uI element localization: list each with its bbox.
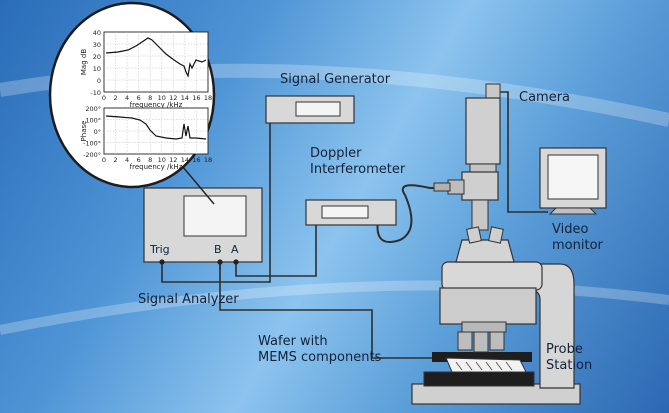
camera-label: Camera (519, 90, 571, 105)
signal-generator (265, 95, 355, 124)
mag-ytick-40: 40 (93, 29, 101, 37)
signal-analyzer: Trig B A (143, 187, 263, 265)
mag-ytick-0: 0 (97, 77, 101, 85)
mag-ytick-30: 30 (93, 41, 101, 49)
mag-ylabel: Mag dB (80, 49, 88, 75)
doppler-label-line1: Doppler (310, 146, 362, 161)
mag-xtick: 4 (125, 94, 129, 102)
fiber-cable (376, 184, 448, 243)
mag-ytick-20: 20 (93, 53, 101, 61)
wafer-label-line2: MEMS components (258, 350, 382, 365)
video-monitor (539, 147, 607, 215)
inset-circle (48, 1, 216, 189)
magnitude-curve (105, 37, 207, 78)
phase-ytick: 0° (94, 128, 101, 136)
b-port (217, 259, 223, 265)
camera (465, 83, 501, 175)
phase-curve (105, 115, 207, 140)
probe-label-line1: Probe (546, 342, 583, 357)
phase-xtick: 4 (125, 156, 129, 164)
wire-camera-to-monitor (500, 91, 548, 213)
phase-xtick: 6 (137, 156, 141, 164)
mag-xtick: 14 (181, 94, 189, 102)
mag-ytick-neg10: -10 (90, 89, 101, 97)
wire-generator-to-trig (161, 112, 271, 283)
wires (161, 91, 548, 359)
phase-xtick: 2 (114, 156, 118, 164)
doppler-label-line2: Interferometer (310, 162, 406, 177)
video-label-line1: Video (552, 222, 589, 237)
signal-analyzer-label: Signal Analyzer (138, 292, 239, 307)
mag-xtick: 2 (114, 94, 118, 102)
phase-xtick: 10 (158, 156, 166, 164)
signal-generator-label: Signal Generator (280, 72, 391, 87)
mag-xtick: 16 (192, 94, 200, 102)
mag-xlabel: frequency /kHz (130, 101, 183, 109)
phase-ytick: -100° (83, 140, 101, 148)
trig-port (159, 259, 165, 265)
mag-xtick: 10 (158, 94, 166, 102)
mag-xtick: 12 (169, 94, 177, 102)
mag-xtick: 6 (137, 94, 141, 102)
mag-xtick: 18 (204, 94, 212, 102)
wafer (445, 357, 527, 373)
phase-ylabel: Phase (80, 121, 88, 142)
doppler-interferometer (305, 199, 397, 226)
phase-ytick: 100° (85, 117, 101, 125)
wire-interferometer-to-a (235, 218, 317, 277)
phase-ytick: 200° (85, 105, 101, 113)
interferometer-head (433, 171, 499, 231)
mag-ytick-10: 10 (93, 65, 101, 73)
phase-xlabel: frequency /kHz (130, 163, 183, 171)
phase-xtick: 12 (169, 156, 177, 164)
a-port (233, 259, 239, 265)
mag-xtick: 0 (102, 94, 106, 102)
wafer-label-line1: Wafer with (258, 334, 328, 349)
mems-pattern (455, 361, 513, 371)
b-label: B (214, 243, 222, 256)
phase-xtick: 16 (192, 156, 200, 164)
a-label: A (231, 243, 239, 256)
probe-label-line2: Station (546, 358, 593, 373)
phase-xtick: 18 (204, 156, 212, 164)
video-label-line2: monitor (552, 238, 603, 253)
phase-ytick: -200° (83, 151, 101, 159)
magnitude-plot: 40 30 20 10 0 -10 0 2 4 6 8 10 12 14 16 … (80, 29, 212, 109)
inset-bode-plots: 40 30 20 10 0 -10 0 2 4 6 8 10 12 14 16 … (48, 1, 216, 189)
phase-xtick: 14 (181, 156, 189, 164)
trig-label: Trig (149, 243, 170, 256)
phase-xtick: 8 (148, 156, 152, 164)
wire-b-to-stage (219, 262, 440, 359)
mag-xtick: 8 (148, 94, 152, 102)
phase-xtick: 0 (102, 156, 106, 164)
probe-station (411, 226, 581, 405)
phase-plot: 200° 100° 0° -100° -200° 0 2 4 6 8 10 12… (80, 105, 212, 171)
